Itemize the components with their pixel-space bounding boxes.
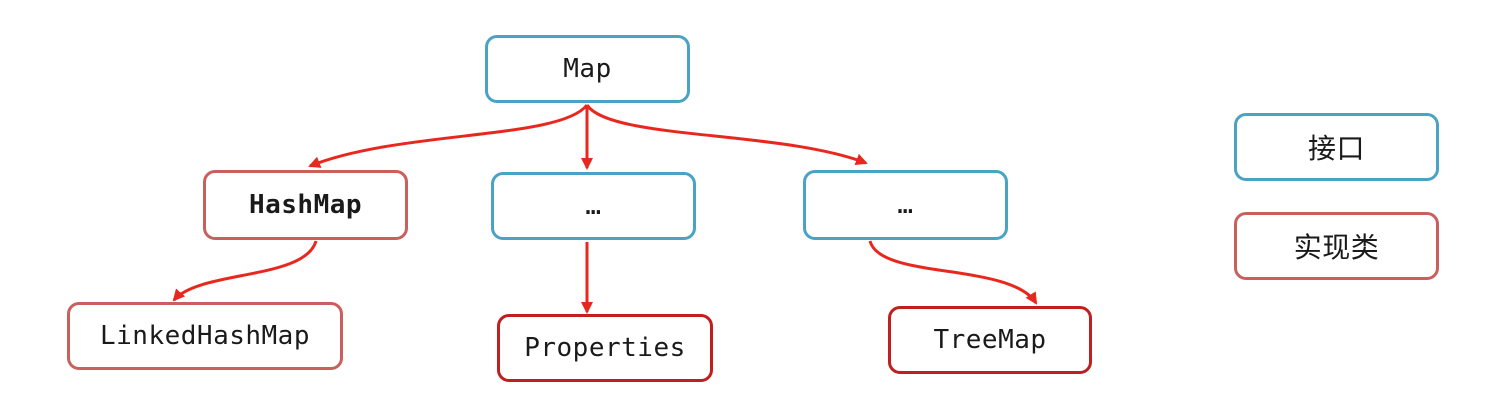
legend-interface: 接口 [1234,113,1439,181]
node-linkedhashmap: LinkedHashMap [67,302,343,370]
node-ellipsis-mid-label: … [585,191,602,221]
node-ellipsis-right-label: … [897,190,914,220]
node-properties-label: Properties [524,333,686,363]
node-map-label: Map [563,54,612,84]
legend-implementation: 实现类 [1234,212,1439,280]
node-treemap-label: TreeMap [933,325,1047,355]
node-properties: Properties [497,314,713,382]
edge-map-to-hashmap [308,104,589,168]
node-map: Map [485,35,690,103]
edge-map-to-ellipsis-right [585,104,868,166]
legend-implementation-label: 实现类 [1293,231,1380,264]
node-hashmap-label: HashMap [248,190,363,220]
node-treemap: TreeMap [888,306,1092,374]
edge-hashmap-to-linkedhashmap [172,240,318,302]
legend-interface-label: 接口 [1307,132,1365,165]
node-ellipsis-mid: … [491,172,696,240]
node-hashmap: HashMap [203,170,408,240]
node-linkedhashmap-label: LinkedHashMap [100,321,310,351]
node-ellipsis-right: … [803,170,1008,240]
edge-ellipsis-right-to-treemap [868,240,1038,305]
